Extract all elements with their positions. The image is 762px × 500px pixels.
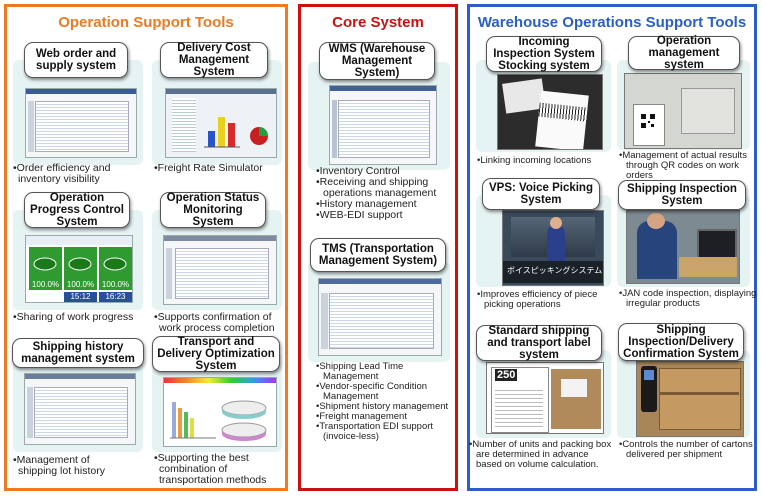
delivery-confirmation-photo <box>636 361 744 437</box>
vps-label: VPS: Voice Picking System <box>482 178 600 210</box>
incoming-inspection-photo <box>497 74 603 150</box>
shipping-label-system-label: Standard shipping and transport label sy… <box>476 325 602 361</box>
wms-caption: •Inventory Control •Receiving and shippi… <box>316 165 437 221</box>
web-order-screenshot <box>25 88 137 158</box>
operation-progress-caption: •Sharing of work progress <box>13 311 134 323</box>
transport-optimization-screenshot <box>163 377 277 447</box>
delivery-confirmation-label: Shipping Inspection/Delivery Confirmatio… <box>618 323 744 361</box>
shipping-label-photo: 250 <box>486 362 604 434</box>
operation-progress-label: Operation Progress Control System <box>24 192 130 228</box>
delivery-cost-caption: •Freight Rate Simulator <box>154 162 263 174</box>
operation-management-caption: •Management of actual results through QR… <box>619 150 747 181</box>
incoming-inspection-caption: •Linking incoming locations <box>477 155 592 166</box>
transport-optimization-label: Transport and Delivery Optimization Syst… <box>152 336 280 372</box>
shipping-inspection-caption: •JAN code inspection, displaying irregul… <box>619 288 757 309</box>
qr-code-icon <box>641 114 655 128</box>
core-system-panel: Core System <box>298 4 458 491</box>
shipping-label-caption: •Number of units and packing box are det… <box>469 439 612 470</box>
3d-chart-thumbnail <box>170 400 267 441</box>
shipping-history-label: Shipping history management system <box>12 338 144 368</box>
operation-status-caption: •Supports confirmation of work process c… <box>154 311 275 334</box>
panel-title: Warehouse Operations Support Tools <box>477 14 747 31</box>
tms-caption: •Shipping Lead Time Management •Vendor-s… <box>316 361 449 442</box>
delivery-confirmation-caption: •Controls the number of cartons delivere… <box>619 439 753 460</box>
web-order-label: Web order and supply system <box>24 42 128 78</box>
shipping-inspection-photo <box>626 210 740 284</box>
bar-chart-thumbnail <box>204 117 268 148</box>
wms-screenshot <box>329 85 437 165</box>
shipping-history-caption: •Management of shipping lot history <box>13 454 105 477</box>
tms-screenshot <box>318 278 442 356</box>
tms-label: TMS (Transportation Management System) <box>310 238 446 272</box>
delivery-cost-label: Delivery Cost Management System <box>160 42 268 78</box>
panel-title: Core System <box>332 14 424 31</box>
shipping-history-screenshot <box>24 373 136 445</box>
operation-management-photo <box>624 73 742 149</box>
operation-support-panel: Operation Support Tools <box>4 4 288 491</box>
panel-title: Operation Support Tools <box>58 14 234 31</box>
transport-optimization-caption: •Supporting the best combination of tran… <box>154 452 267 486</box>
vps-caption: •Improves efficiency of piece picking op… <box>477 289 598 310</box>
incoming-inspection-label: Incoming Inspection System Stocking syst… <box>486 36 602 72</box>
operation-progress-screenshot: 100.0% 100.0% 100.0% 15:12 16:23 <box>25 235 133 303</box>
warehouse-operations-panel: Warehouse Operations Support Tools <box>467 4 757 491</box>
operation-status-label: Operation Status Monitoring System <box>160 192 266 228</box>
gauge-icons <box>33 257 127 271</box>
operation-status-screenshot <box>163 235 277 305</box>
vps-photo: ボイスピッキングシステム <box>502 210 604 286</box>
web-order-caption: •Order efficiency and inventory visibili… <box>13 162 111 185</box>
delivery-cost-screenshot <box>165 88 277 158</box>
wms-label: WMS (Warehouse Management System) <box>319 42 435 80</box>
operation-management-label: Operation management system <box>628 35 740 71</box>
shipping-inspection-label: Shipping Inspection System <box>618 180 746 210</box>
